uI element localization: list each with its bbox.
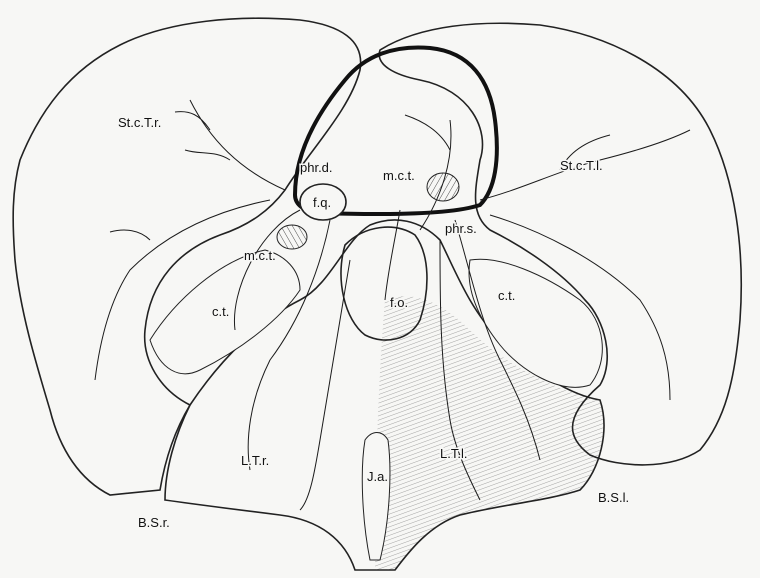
label-m-c-t-left: m.c.t.: [244, 248, 276, 263]
m-c-t-left-oval: [277, 225, 307, 249]
label-phr-s: phr.s.: [445, 221, 477, 236]
label-phr-d: phr.d.: [300, 160, 333, 175]
phr-s-oval: [427, 173, 459, 201]
label-m-c-t-center: m.c.t.: [383, 168, 415, 183]
label-l-t-r: L.T.r.: [241, 453, 269, 468]
label-st-c-t-r: St.c.T.r.: [118, 115, 161, 130]
label-c-t-left: c.t.: [212, 304, 229, 319]
label-st-c-t-l: St.c.T.l.: [560, 158, 603, 173]
label-c-t-right: c.t.: [498, 288, 515, 303]
label-b-s-l: B.S.l.: [598, 490, 629, 505]
label-f-o: f.o.: [390, 295, 408, 310]
label-j-a: J.a.: [367, 469, 388, 484]
label-f-q: f.q.: [313, 195, 331, 210]
label-b-s-r: B.S.r.: [138, 515, 170, 530]
label-l-t-l: L.T.l.: [440, 446, 467, 461]
left-lateral-tract: [13, 18, 360, 495]
